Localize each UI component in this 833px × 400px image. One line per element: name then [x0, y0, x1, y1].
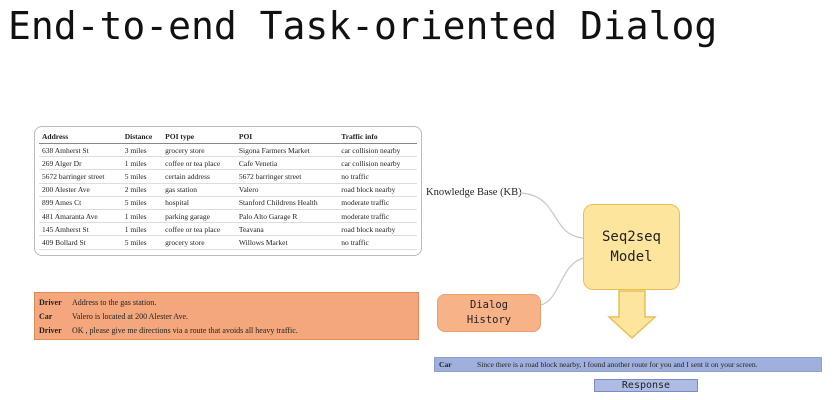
- kb-cell: 3 miles: [121, 143, 163, 158]
- kb-cell: no traffic: [338, 169, 417, 184]
- kb-column-header: POI type: [162, 131, 236, 144]
- kb-cell: grocery store: [162, 143, 236, 158]
- response-utterance-box: Car Since there is a road block nearby, …: [434, 357, 822, 372]
- history-connector: [540, 257, 584, 306]
- kb-cell: coffee or tea place: [162, 222, 236, 237]
- dialog-utterance: OK , please give me directions via a rou…: [72, 325, 298, 335]
- response-label: Response: [594, 379, 698, 392]
- kb-cell: car collision nearby: [338, 156, 417, 171]
- kb-cell: Valero: [235, 183, 339, 197]
- kb-cell: 145 Amherst St: [39, 222, 122, 237]
- dialog-utterance: Address to the gas station.: [72, 297, 157, 307]
- kb-cell: road block nearby: [338, 183, 417, 197]
- kb-cell: road block nearby: [338, 222, 417, 237]
- response-text: Since there is a road block nearby, I fo…: [477, 360, 758, 369]
- kb-cell: 1 miles: [121, 156, 163, 171]
- kb-column-header: Traffic info: [338, 131, 417, 144]
- kb-cell: parking garage: [162, 209, 236, 224]
- knowledge-base-label: Knowledge Base (KB): [426, 187, 522, 198]
- dialog-speaker: Car: [39, 311, 53, 321]
- kb-cell: 5 miles: [121, 169, 163, 184]
- kb-cell: 638 Amherst St: [39, 143, 122, 158]
- dialog-turn: Driver Address to the gas station.: [39, 295, 414, 309]
- dialog-context-box: Driver Address to the gas station. Car V…: [34, 292, 419, 340]
- kb-cell: Teavana: [235, 222, 339, 237]
- dialog-turn: Car Valero is located at 200 Alester Ave…: [39, 309, 414, 323]
- dialog-history-box: Dialog History: [437, 294, 541, 332]
- dialog-history-label-line2: History: [466, 314, 512, 326]
- kb-cell: no traffic: [338, 235, 417, 250]
- kb-cell: 269 Alger Dr: [39, 156, 122, 171]
- kb-cell: car collision nearby: [338, 143, 417, 158]
- kb-cell: Willows Market: [235, 235, 339, 250]
- kb-cell: 1 miles: [121, 209, 163, 224]
- kb-column-header: Distance: [121, 131, 163, 144]
- kb-cell: 1 miles: [121, 222, 163, 237]
- kb-cell: hospital: [162, 196, 236, 210]
- kb-cell: moderate traffic: [338, 209, 417, 224]
- kb-cell: 481 Amaranta Ave: [39, 209, 122, 224]
- model-label-line1: Seq2seq: [601, 229, 661, 245]
- seq2seq-model-box: Seq2seq Model: [583, 204, 680, 290]
- down-arrow-icon: [607, 290, 657, 340]
- kb-cell: Sigona Farmers Market: [235, 143, 339, 158]
- kb-cell: 899 Ames Ct: [39, 196, 122, 210]
- dialog-turn: Driver OK , please give me directions vi…: [39, 323, 414, 337]
- kb-cell: Stanford Childrens Health: [235, 196, 339, 210]
- kb-connector: [519, 192, 584, 239]
- dialog-utterance: Valero is located at 200 Alester Ave.: [72, 311, 189, 321]
- kb-cell: 409 Bollard St: [39, 235, 122, 250]
- kb-cell: moderate traffic: [338, 196, 417, 210]
- kb-cell: certain address: [162, 169, 236, 184]
- kb-cell: 5672 barringer street: [39, 169, 122, 184]
- kb-cell: grocery store: [162, 235, 236, 250]
- kb-cell: 5 miles: [121, 235, 163, 250]
- kb-cell: 5672 barringer street: [235, 169, 339, 184]
- kb-cell: 200 Alester Ave: [39, 183, 122, 197]
- dialog-speaker: Driver: [39, 325, 62, 335]
- response-speaker: Car: [439, 360, 452, 369]
- kb-cell: coffee or tea place: [162, 156, 236, 171]
- kb-cell: Cafe Venetia: [235, 156, 339, 171]
- kb-column-header: POI: [235, 131, 339, 144]
- kb-cell: 5 miles: [121, 196, 163, 210]
- dialog-speaker: Driver: [39, 297, 62, 307]
- model-label-line2: Model: [610, 249, 653, 265]
- kb-cell: gas station: [162, 183, 236, 197]
- slide-title: End-to-end Task-oriented Dialog: [8, 4, 718, 48]
- kb-cell: 2 miles: [121, 183, 163, 197]
- kb-column-header: Address: [39, 131, 122, 144]
- kb-cell: Palo Alto Garage R: [235, 209, 339, 224]
- dialog-history-label-line1: Dialog: [470, 299, 508, 311]
